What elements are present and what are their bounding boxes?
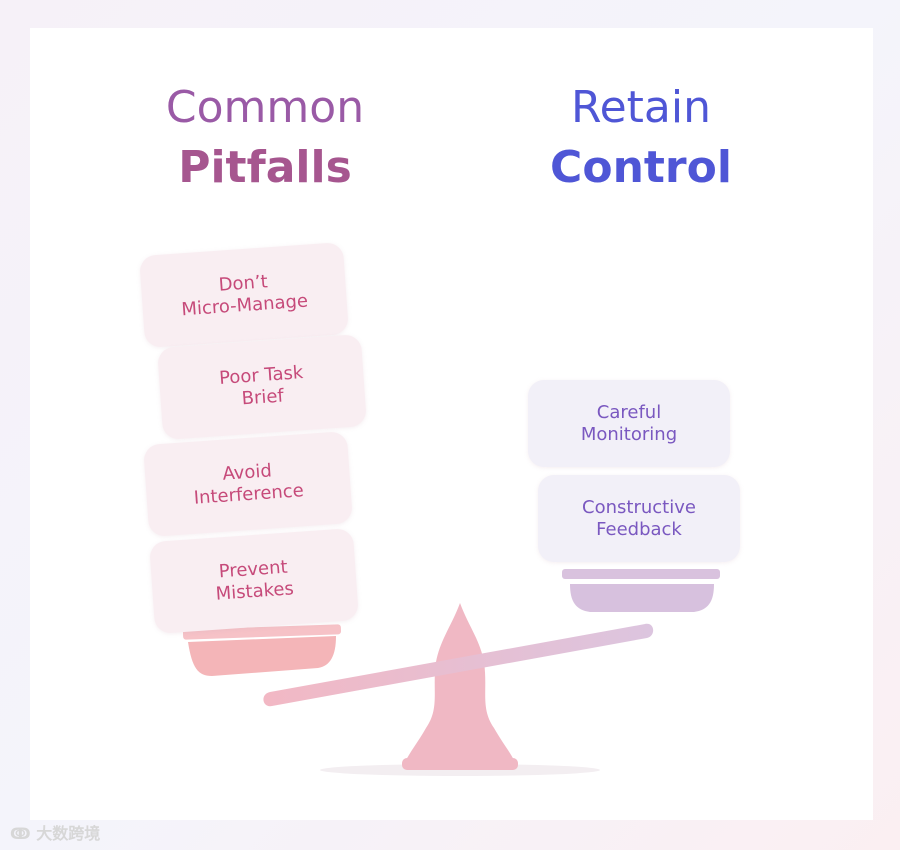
- control-label: Constructive Feedback: [582, 497, 696, 541]
- scale-stand: [405, 603, 515, 762]
- pitfall-label: Prevent Mistakes: [213, 556, 294, 605]
- control-box-careful-monitoring: Careful Monitoring: [528, 380, 730, 467]
- pitfall-label: Poor Task Brief: [218, 362, 305, 412]
- pitfall-label: Avoid Interference: [192, 458, 305, 510]
- left-pan: [188, 636, 336, 676]
- watermark: ↂ 大数跨境: [10, 820, 100, 844]
- watermark-text: 大数跨境: [36, 824, 100, 843]
- control-label: Careful Monitoring: [581, 402, 677, 446]
- watermark-logo-icon: ↂ: [10, 824, 31, 843]
- pitfall-box-micro-manage: Don’t Micro-Manage: [139, 242, 349, 348]
- pitfall-label: Don’t Micro-Manage: [179, 269, 309, 322]
- right-pan: [570, 584, 714, 612]
- control-box-constructive-feedback: Constructive Feedback: [538, 475, 740, 562]
- pitfall-box-prevent-mistakes: Prevent Mistakes: [149, 528, 359, 634]
- pitfall-box-avoid-interference: Avoid Interference: [143, 431, 353, 537]
- scale-base: [402, 758, 518, 770]
- pitfall-box-poor-task-brief: Poor Task Brief: [157, 334, 367, 440]
- right-pan-rim: [562, 569, 720, 579]
